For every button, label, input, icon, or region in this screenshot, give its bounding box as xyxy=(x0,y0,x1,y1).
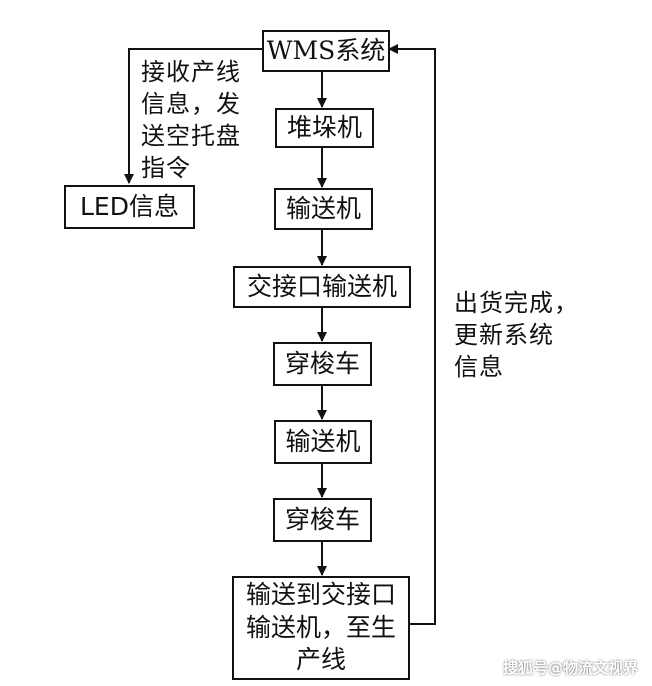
node-conveyor-1: 输送机 xyxy=(274,188,373,230)
annotation-right: 出货完成， 更新系统 信息 xyxy=(454,289,579,381)
node-wms: WMS系统 xyxy=(262,30,390,72)
node-led: LED信息 xyxy=(64,185,195,229)
node-shuttle-2: 穿梭车 xyxy=(273,498,372,542)
node-interface-conveyor: 交接口输送机 xyxy=(233,266,411,308)
annotation-left: 接收产线 信息，发 送空托盘 指令 xyxy=(141,58,241,182)
node-conveyor-2: 输送机 xyxy=(274,420,372,464)
node-final: 输送到交接口 输送机，至生 产线 xyxy=(232,576,410,680)
node-shuttle-1: 穿梭车 xyxy=(273,342,372,386)
arrow-wms-to-led xyxy=(124,48,262,184)
arrow-final-to-wms xyxy=(388,44,436,625)
watermark: 搜狐号@物流文视界 xyxy=(502,659,638,677)
node-stacker: 堆垛机 xyxy=(275,108,374,148)
